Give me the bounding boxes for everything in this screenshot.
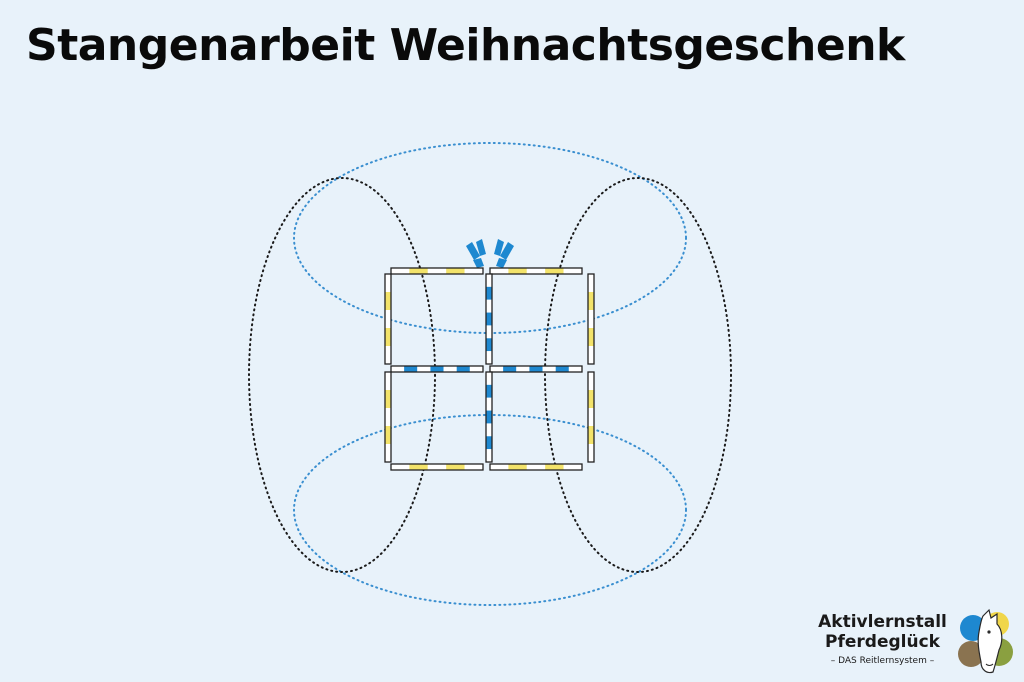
pole-bottom-left (390, 463, 484, 471)
pole-right-lower (587, 371, 595, 463)
pole-bottom-right (489, 463, 583, 471)
route-left-loop (248, 177, 436, 573)
logo-line-1: Aktivlernstall (818, 612, 947, 632)
logo-line-2: Pferdeglück (825, 632, 940, 652)
gift-bow (466, 239, 514, 268)
horse-clover-logo-icon (958, 608, 1013, 674)
pole-left-lower (384, 371, 392, 463)
pole-left-upper (384, 273, 392, 365)
pole-center-lower (485, 371, 493, 463)
pole-center-upper (485, 273, 493, 365)
logo-text: Aktivlernstall Pferdeglück – DAS Reitler… (815, 612, 950, 668)
brand-logo: Aktivlernstall Pferdeglück – DAS Reitler… (815, 608, 1020, 678)
pole-middle-left (390, 365, 484, 373)
pole-right-upper (587, 273, 595, 365)
route-right-loop (544, 177, 732, 573)
pole-top-left (390, 267, 484, 275)
ground-poles (384, 267, 595, 471)
pole-top-right (489, 267, 583, 275)
page-title: Stangenarbeit Weihnachtsgeschenk (26, 20, 905, 71)
logo-line-3: – DAS Reitlernsystem – (830, 656, 935, 666)
pole-middle-right (489, 365, 583, 373)
